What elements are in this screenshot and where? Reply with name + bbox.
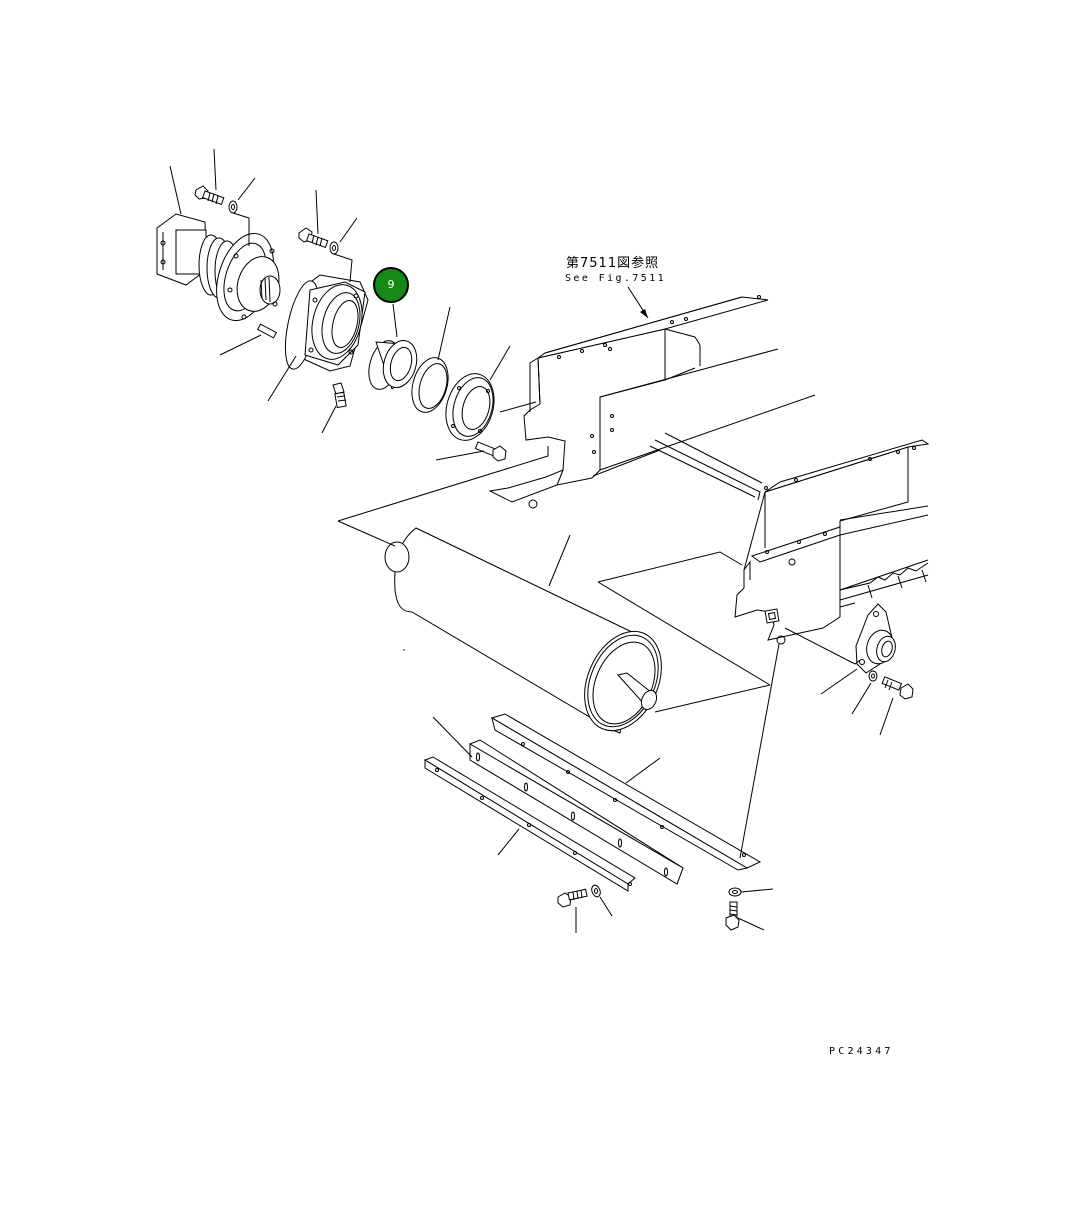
clamp-bar	[423, 756, 636, 892]
spacer-ring	[411, 357, 449, 413]
leader-lines	[169, 148, 894, 933]
retainer-plate	[445, 373, 495, 441]
housing-washer	[329, 241, 339, 255]
callout-number: 9	[387, 278, 395, 291]
motor-bolt	[194, 185, 225, 206]
reference-english: See Fig.7511	[565, 273, 667, 284]
bearing	[368, 340, 418, 390]
scraper-washer	[591, 884, 601, 898]
retainer-bolt	[474, 441, 507, 462]
scraper-bolt	[557, 888, 588, 908]
scraper-angle	[490, 713, 762, 871]
figure-code: PC24347	[829, 1046, 894, 1057]
angle-washer	[728, 887, 742, 897]
drum-roller	[384, 527, 662, 734]
reference-arrow	[627, 286, 649, 319]
grease-fitting	[332, 382, 347, 409]
block-bolt	[881, 676, 914, 700]
block-washer	[868, 670, 878, 682]
pin	[256, 323, 278, 339]
conveyor-frame	[488, 295, 930, 645]
rubber-scraper	[468, 739, 684, 885]
reference-japanese: 第7511図参照	[566, 256, 660, 271]
bearing-housing	[284, 274, 369, 372]
angle-bolt	[725, 901, 740, 931]
pillow-block-bearing	[855, 603, 896, 674]
drive-motor	[156, 213, 281, 322]
housing-bolt	[298, 227, 329, 249]
callout-item-9[interactable]: 9	[373, 267, 409, 303]
motor-washer	[228, 200, 238, 214]
